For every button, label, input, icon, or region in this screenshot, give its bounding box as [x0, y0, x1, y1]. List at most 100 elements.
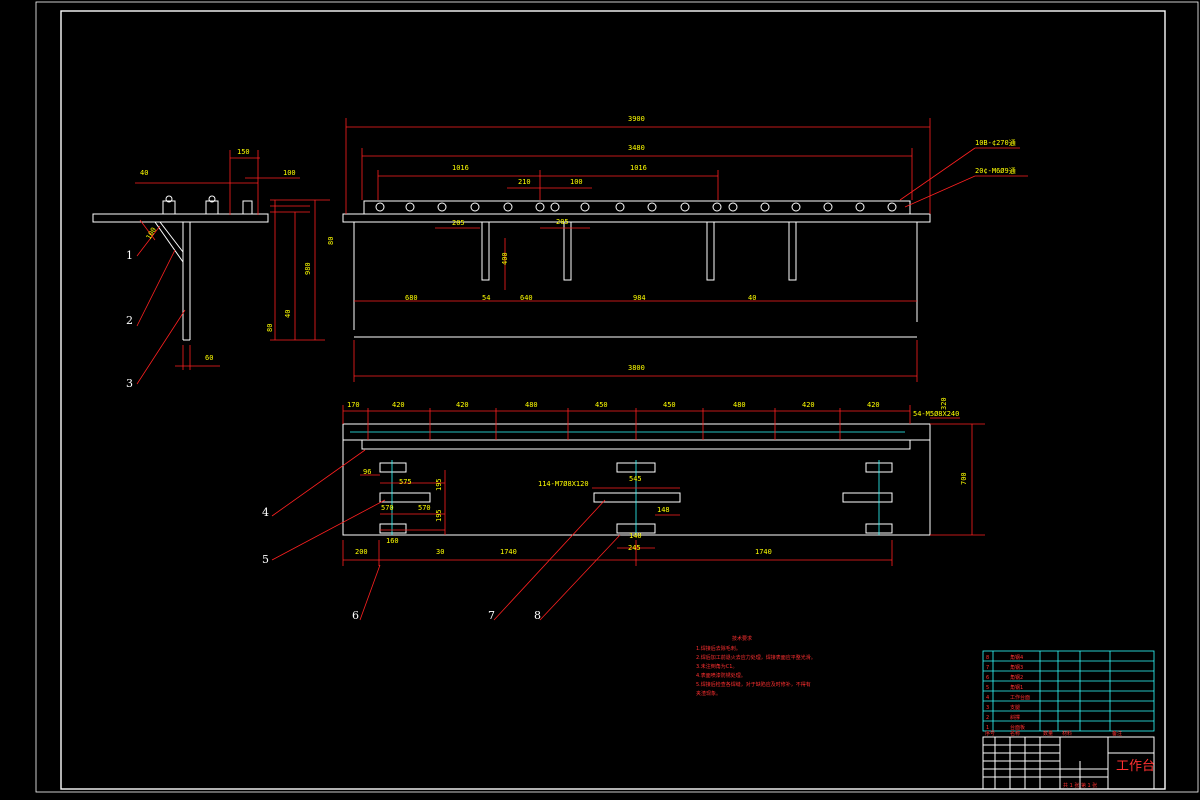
front-dim-205a: 205 [452, 219, 465, 227]
top-dim-320: 320 [940, 397, 948, 410]
side-dim-150: 150 [237, 148, 250, 156]
top-dim-1740a: 1740 [500, 548, 517, 556]
notes-line-6: 夹渣现象。 [696, 690, 721, 697]
notes-line-5: 5.焊接后检查各焊缝，对于缺陷应及时修补，不得有 [696, 681, 811, 688]
part-no-7: 7 [986, 665, 989, 671]
top-dim-0: 170 [347, 401, 360, 409]
part-label-4: 4 [262, 506, 269, 519]
header-qty: 数量 [1043, 730, 1053, 737]
front-dim-40: 40 [748, 294, 756, 302]
part-name-1: 台面板 [1010, 724, 1025, 731]
top-dim-200: 200 [355, 548, 368, 556]
header-no: 序号 [985, 730, 995, 737]
top-dim-96: 96 [363, 468, 371, 476]
header-mat: 材料 [1062, 730, 1072, 737]
front-dim-100: 100 [570, 178, 583, 186]
top-dim-245: 245 [628, 544, 641, 552]
part-no-5: 5 [986, 685, 989, 691]
part-name-5: 角钢1 [1010, 684, 1023, 691]
top-dim-5: 450 [663, 401, 676, 409]
part-no-3: 3 [986, 705, 989, 711]
part-label-7: 7 [488, 609, 495, 622]
sheet-count: 共 1 张 第 1 张 [1063, 782, 1097, 789]
technical-requirements: 技术要求 1.焊接后去除毛刺。 2.焊后加工前退火去应力处理，焊接表面应平整光滑… [696, 635, 816, 697]
front-dim-54: 54 [482, 294, 490, 302]
front-dim-205b: 205 [556, 218, 569, 226]
front-dim-3800: 3800 [628, 364, 645, 372]
front-dim-3900: 3900 [628, 115, 645, 123]
top-dim-570a: 570 [381, 504, 394, 512]
side-dim-40: 40 [140, 169, 148, 177]
side-dim-40b: 40 [284, 310, 292, 318]
side-dim-100: 100 [283, 169, 296, 177]
drawing-title: 工作台 [1116, 759, 1155, 774]
front-dim-210: 210 [518, 178, 531, 186]
top-dim-195b: 195 [435, 509, 443, 522]
top-dim-1: 420 [392, 401, 405, 409]
parts-list-header: 序号 名称 数量 材料 备注 [985, 730, 1122, 737]
part-label-8: 8 [534, 609, 541, 622]
top-dim-570b: 570 [418, 504, 431, 512]
notes-line-4: 4.表面喷漆防锈处理。 [696, 672, 746, 679]
notes-title: 技术要求 [732, 635, 752, 642]
notes-line-1: 1.焊接后去除毛刺。 [696, 645, 741, 652]
front-view-clamp-holes [375, 202, 897, 212]
part-label-1: 1 [126, 249, 133, 262]
front-dim-1016b: 1016 [630, 164, 647, 172]
header-name: 名称 [1010, 730, 1020, 737]
top-callout-right: 54-M5Ø8X240 [913, 410, 959, 418]
top-dim-160: 160 [386, 537, 399, 545]
front-dim-3480: 3480 [628, 144, 645, 152]
part-label-2: 2 [126, 314, 133, 327]
front-view: 3900 3480 1016 210 100 1016 205 205 400 … [342, 115, 1028, 382]
top-dim-545: 545 [629, 475, 642, 483]
title-block: 8 角钢4 7 角钢3 6 角钢2 5 角钢1 4 工作台面 3 支腿 2 斜撑… [982, 650, 1155, 790]
part-name-4: 工作台面 [1010, 694, 1030, 701]
top-dim-575: 575 [399, 478, 412, 486]
top-dim-148: 148 [657, 506, 670, 514]
front-dim-984: 984 [633, 294, 646, 302]
side-dim-60: 60 [205, 354, 213, 362]
top-dim-30: 30 [436, 548, 444, 556]
top-callout-middle: 114-M7Ø8X120 [538, 480, 589, 488]
part-label-6: 6 [352, 609, 359, 622]
front-dim-680: 680 [405, 294, 418, 302]
side-view: 150 40 100 100 80 980 40 80 60 1 2 3 [92, 148, 335, 390]
side-dim-100-diagonal: 100 [145, 226, 158, 241]
top-dim-140: 140 [629, 532, 642, 540]
front-callout-holes-a: 10B-¢270通 [975, 138, 1016, 147]
top-dim-2: 420 [456, 401, 469, 409]
notes-line-3: 3.未注倒角为C1。 [696, 663, 737, 670]
part-name-6: 角钢2 [1010, 674, 1023, 681]
top-view-dimension-chain: 170 420 420 480 450 450 480 420 420 [347, 401, 880, 409]
front-dim-1016a: 1016 [452, 164, 469, 172]
top-dim-3: 480 [525, 401, 538, 409]
inner-frame [60, 10, 1166, 790]
part-name-8: 角钢4 [1010, 654, 1023, 661]
top-view: 170 420 420 480 450 450 480 420 420 320 … [262, 397, 985, 622]
top-dim-8: 420 [867, 401, 880, 409]
part-name-3: 支腿 [1010, 704, 1020, 711]
side-dim-80b: 80 [266, 324, 274, 332]
notes-line-2: 2.焊后加工前退火去应力处理，焊接表面应平整光滑。 [696, 654, 816, 661]
side-dim-80: 80 [327, 237, 335, 245]
part-no-4: 4 [986, 695, 989, 701]
top-dim-4: 450 [595, 401, 608, 409]
front-callout-holes-b: 20¢-M6Ø9通 [975, 166, 1016, 175]
top-dim-6: 480 [733, 401, 746, 409]
side-dim-980: 980 [304, 262, 312, 275]
part-no-2: 2 [986, 715, 989, 721]
front-dim-400: 400 [501, 252, 509, 265]
part-no-8: 8 [986, 655, 989, 661]
outer-frame [35, 1, 1199, 793]
part-name-7: 角钢3 [1010, 664, 1023, 671]
top-dim-700: 700 [960, 472, 968, 485]
header-note: 备注 [1112, 730, 1122, 737]
part-label-5: 5 [262, 553, 269, 566]
parts-list: 8 角钢4 7 角钢3 6 角钢2 5 角钢1 4 工作台面 3 支腿 2 斜撑… [986, 654, 1030, 731]
part-no-1: 1 [986, 725, 989, 731]
top-dim-7: 420 [802, 401, 815, 409]
top-dim-195: 195 [435, 478, 443, 491]
part-no-6: 6 [986, 675, 989, 681]
part-label-3: 3 [126, 377, 133, 390]
